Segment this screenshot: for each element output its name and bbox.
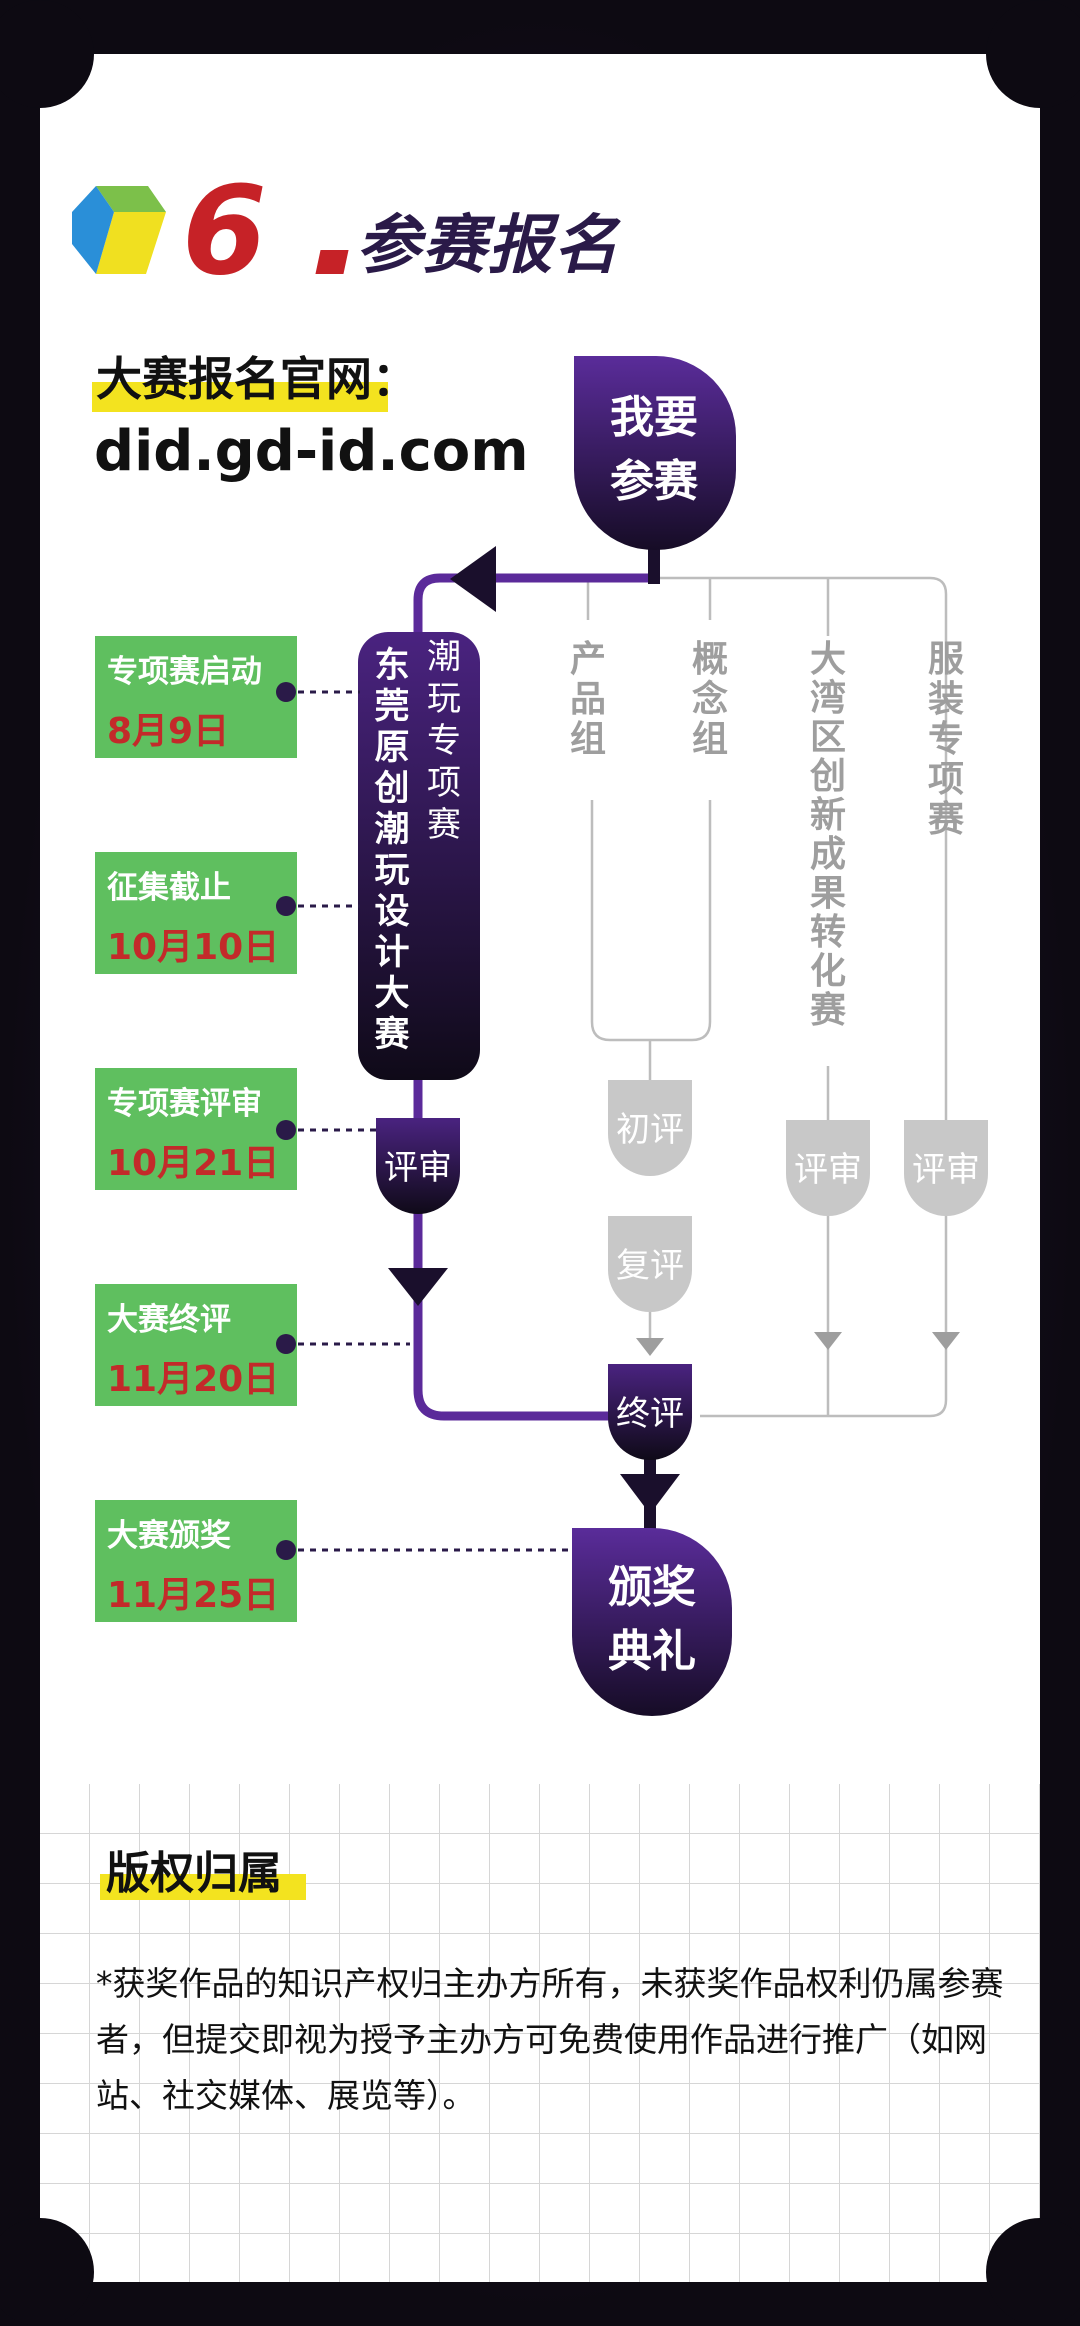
copyright-title: 版权归属 (106, 1848, 282, 1899)
cube-logo-icon (72, 186, 166, 274)
content-card (40, 54, 1040, 2282)
start-node-label[interactable]: 我要 参赛 (578, 386, 730, 514)
bay-review-node (786, 1120, 870, 1216)
clothing-review-node (904, 1120, 988, 1216)
arrow-left-dark (450, 546, 496, 612)
preliminary-label: 初评 (616, 1110, 684, 1150)
website-url[interactable]: did.gd-id.com (94, 419, 529, 484)
website-label-highlight (92, 382, 388, 412)
arrow-down-grey (636, 1338, 664, 1356)
main-track-subtitle: 潮玩专项赛 (427, 637, 461, 845)
timeline-date: 10月21日 (107, 1143, 280, 1184)
second-review-node (608, 1216, 692, 1312)
corner-notch-tl (0, 0, 94, 108)
timeline-date: 11月25日 (107, 1575, 280, 1616)
clothing-review-label: 评审 (912, 1150, 980, 1190)
timeline-connectors (286, 690, 572, 1552)
copyright-title-highlight (100, 1874, 306, 1900)
timeline-event: 大赛颁奖 (107, 1518, 231, 1554)
timeline-item: 专项赛评审 10月21日 (95, 1068, 297, 1190)
timeline-event: 征集截止 (107, 870, 231, 906)
corner-notch-br (986, 2218, 1080, 2326)
main-track-line (413, 548, 659, 1421)
arrow-down-grey (932, 1332, 960, 1350)
bay-review-label: 评审 (794, 1150, 862, 1190)
award-node-shape (572, 1528, 732, 1716)
arrow-down-dark (388, 1268, 448, 1306)
award-node-label: 颁奖 典礼 (576, 1556, 728, 1684)
section-title: 参赛报名 (356, 209, 620, 283)
timeline-item: 大赛颁奖 11月25日 (95, 1500, 297, 1622)
group-clothing: 服装专项赛 (927, 639, 964, 840)
main-review-node (376, 1118, 460, 1214)
arrow-down-dark (620, 1474, 680, 1514)
timeline-dot (276, 1334, 296, 1354)
timeline-dot (276, 682, 296, 702)
start-node-line1: 我要 (610, 392, 698, 443)
group-product: 产品组 (569, 639, 606, 760)
award-node-line2: 典礼 (608, 1626, 696, 1677)
timeline-event: 专项赛评审 (107, 1086, 262, 1122)
timeline-event: 大赛终评 (107, 1302, 231, 1338)
corner-notch-tr (986, 0, 1080, 108)
timeline-dot (276, 896, 296, 916)
corner-notch-bl (0, 2218, 94, 2326)
timeline-date: 10月10日 (107, 927, 280, 968)
main-track-title: 东莞原创潮玩设计大赛 (374, 646, 410, 1055)
final-node (608, 1364, 692, 1460)
group-concept: 概念组 (691, 639, 728, 760)
timeline-date: 8月9日 (107, 711, 230, 752)
timeline-item: 大赛终评 11月20日 (95, 1284, 297, 1406)
timeline-item: 征集截止 10月10日 (95, 852, 297, 974)
final-label: 终评 (616, 1394, 684, 1434)
award-node-line1: 颁奖 (608, 1562, 696, 1613)
main-track-node (358, 632, 480, 1080)
website-label: 大赛报名官网： (96, 352, 418, 406)
grid-background (40, 1784, 1040, 2282)
timeline-event: 专项赛启动 (107, 654, 262, 690)
copyright-body: *获奖作品的知识产权归主办方所有，未获奖作品权利仍属参赛者，但提交即视为授予主办… (96, 1964, 1004, 2115)
timeline-item: 专项赛启动 8月9日 (95, 636, 297, 758)
preliminary-node (608, 1080, 692, 1176)
arrow-down-grey (814, 1332, 842, 1350)
timeline-dot (276, 1120, 296, 1140)
second-review-label: 复评 (616, 1246, 684, 1286)
timeline-date: 11月20日 (107, 1359, 280, 1400)
start-node-shape (574, 356, 736, 551)
timeline-dot (276, 1540, 296, 1560)
group-bay-area: 大湾区创新成果转化赛 (809, 639, 846, 1031)
start-node-line2: 参赛 (610, 456, 698, 507)
section-number: 6 (182, 160, 267, 302)
main-review-label: 评审 (384, 1148, 452, 1188)
